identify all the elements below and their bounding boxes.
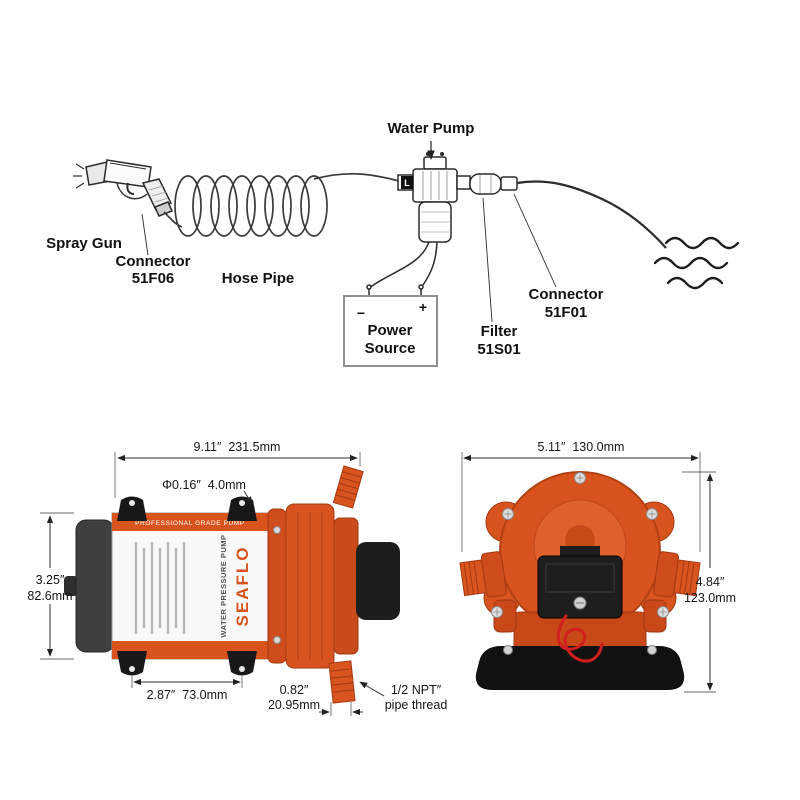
connector-51f06-label-line1: Connector xyxy=(116,253,191,270)
spray-mist-line xyxy=(75,163,85,170)
foot-hole xyxy=(239,666,245,672)
height-dim-text-line1: 3.25″ xyxy=(36,573,65,587)
water-waves-drawing xyxy=(653,236,740,290)
coiled-hose-drawing xyxy=(163,172,400,237)
pump-front-view xyxy=(459,471,701,690)
connector-51f06-leader xyxy=(141,213,149,256)
filter-leader xyxy=(482,197,493,323)
hose-pipe-label: Hose Pipe xyxy=(222,270,295,287)
spray-gun-label: Spray Gun xyxy=(46,235,122,252)
length-dimension: 9.11″ 231.5mm xyxy=(114,440,361,498)
pump-wires xyxy=(556,614,604,663)
label-product: WATER PRESSURE PUMP xyxy=(219,534,228,637)
water-pump-drawing xyxy=(366,152,471,297)
thread-note-line2: pipe thread xyxy=(385,698,448,712)
front-right-port xyxy=(653,551,701,598)
gun-trigger xyxy=(126,182,135,195)
spray-gun-drawing xyxy=(73,159,174,217)
filter-label-line2: 51S01 xyxy=(477,341,520,358)
foot-hole xyxy=(129,500,135,506)
pump-switch-cap xyxy=(423,156,447,170)
power-wire-positive xyxy=(420,241,438,289)
inlet-marker-box xyxy=(401,176,413,189)
label-tagline: PROFESSIONAL GRADE PUMP xyxy=(135,520,245,527)
power-wire-negative xyxy=(368,241,430,289)
base-screw xyxy=(647,645,657,655)
thread-note: 1/2 NPT″ pipe thread xyxy=(359,681,448,712)
front-left-port xyxy=(459,551,507,598)
pump-head-front xyxy=(333,517,359,655)
pump-outlet-port xyxy=(456,175,471,190)
hose-connector-drawing xyxy=(500,176,518,191)
connection-schematic: L Water Pump Spray Gun Connector 51F06 H… xyxy=(46,120,740,367)
head-bolt xyxy=(273,636,281,644)
filter-drawing xyxy=(469,173,502,195)
power-source-label-line1: Power xyxy=(367,322,412,339)
gun-trigger-guard xyxy=(116,182,148,200)
switch-tab xyxy=(560,546,600,558)
terminal-post-negative xyxy=(366,284,372,290)
height-dim-text-line2: 82.6mm xyxy=(27,589,72,603)
pump-base xyxy=(475,646,685,690)
hole-dimension: Φ0.16″ 4.0mm xyxy=(162,478,253,505)
port-dim-text-line1: 0.82″ xyxy=(280,683,309,697)
pressure-switch-box xyxy=(537,555,623,619)
motor-shaft-stub xyxy=(64,576,78,596)
terminal-post-positive xyxy=(418,284,424,290)
connector-51f01-leader xyxy=(513,193,557,288)
foot-hole xyxy=(239,500,245,506)
label-fine-print xyxy=(134,542,186,634)
front-height-dimension: 4.84″ 123.0mm xyxy=(682,471,736,693)
thread-note-line1: 1/2 NPT″ xyxy=(391,683,442,697)
side-outlet-fitting xyxy=(356,542,400,620)
label-brand: SEAFLO xyxy=(233,546,252,627)
port-width-dimension: 0.82″ 20.95mm xyxy=(268,683,363,716)
connector-51f01-label-line2: 51F01 xyxy=(545,304,588,321)
power-source-label-line2: Source xyxy=(365,340,416,357)
port-dim-text-line2: 20.95mm xyxy=(268,698,320,712)
pump-head xyxy=(412,168,458,203)
dome-bolts xyxy=(491,472,669,618)
pump-inlet-letter: L xyxy=(404,178,410,188)
connector-51f06-label-line2: 51F06 xyxy=(132,270,175,287)
side-bottom-port xyxy=(328,660,356,704)
outlet-hose-drawing xyxy=(516,180,667,249)
front-width-dim-text: 5.11″ 130.0mm xyxy=(538,440,625,454)
terminal-plus-sign: + xyxy=(419,299,427,315)
hole-dim-text: Φ0.16″ 4.0mm xyxy=(162,478,246,492)
front-height-dim-text-line2: 123.0mm xyxy=(684,591,736,605)
side-view-drawing: PROFESSIONAL GRADE PUMP WATER PRESSURE P… xyxy=(27,440,447,716)
gun-grip-lines xyxy=(148,185,169,203)
terminal-minus-sign: − xyxy=(357,305,365,321)
water-pump-label: Water Pump xyxy=(388,120,475,137)
feet-spacing-dim-text: 2.87″ 73.0mm xyxy=(147,688,228,702)
front-height-dim-text-line1: 4.84″ xyxy=(696,575,725,589)
mounting-foot-bottom-left xyxy=(117,651,147,676)
base-screw xyxy=(503,645,513,655)
mounting-foot-bottom-right xyxy=(227,651,257,676)
gun-barrel-line xyxy=(109,162,147,170)
length-dim-text: 9.11″ 231.5mm xyxy=(194,440,281,454)
front-view-drawing: 5.11″ 130.0mm 4.84″ 123.0mm xyxy=(459,440,736,693)
foot-hole xyxy=(129,666,135,672)
head-bolt xyxy=(273,526,281,534)
pump-side-view: PROFESSIONAL GRADE PUMP WATER PRESSURE P… xyxy=(64,465,400,704)
filter-label-line1: Filter xyxy=(481,323,518,340)
front-width-dimension: 5.11″ 130.0mm xyxy=(461,440,701,552)
leader-lines xyxy=(141,141,557,323)
feet-spacing-dimension: 2.87″ 73.0mm xyxy=(131,676,243,702)
gun-hose-connector xyxy=(153,201,174,217)
spray-mist-line xyxy=(75,182,85,189)
motor-rear-cap xyxy=(75,519,115,653)
side-top-port xyxy=(332,465,364,509)
power-source-box xyxy=(343,295,438,367)
mounting-foot-top-left xyxy=(117,496,147,521)
connector-51f01-label-line1: Connector xyxy=(529,286,604,303)
height-dimension: 3.25″ 82.6mm xyxy=(27,512,74,660)
